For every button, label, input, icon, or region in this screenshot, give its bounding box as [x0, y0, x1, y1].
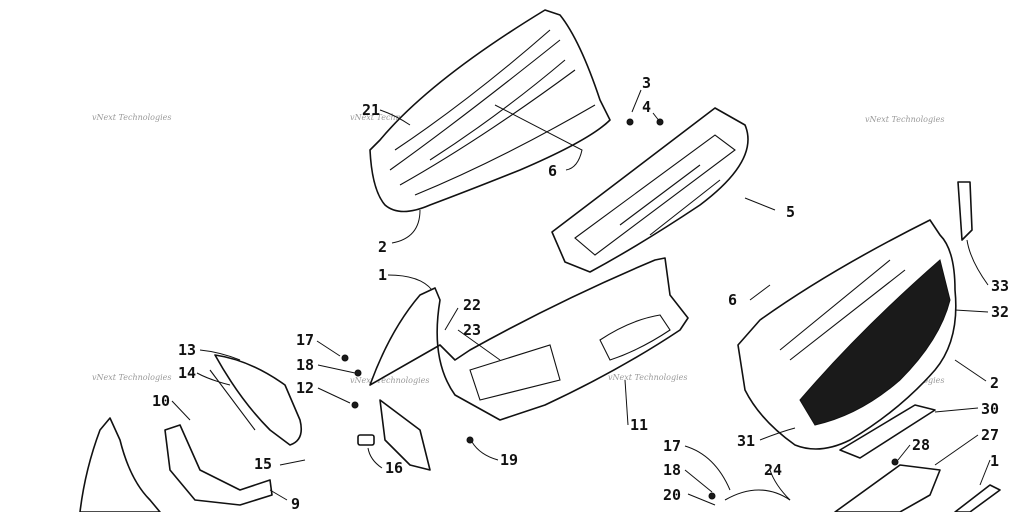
- callout-1: 1: [378, 266, 387, 284]
- callout-2: 2: [378, 238, 387, 256]
- callout-16: 16: [385, 459, 403, 477]
- callout-13: 13: [178, 341, 196, 359]
- callout-32: 32: [991, 303, 1009, 321]
- callout-28: 28: [912, 436, 930, 454]
- watermark: vNext Technologies: [608, 373, 687, 382]
- callout-2-right: 2: [990, 374, 999, 392]
- callout-23: 23: [463, 321, 481, 339]
- callout-30: 30: [981, 400, 999, 418]
- watermark: vNext Technologies: [350, 113, 429, 122]
- callout-24: 24: [764, 461, 782, 479]
- windshield-panel: [551, 107, 749, 273]
- watermark: vNext Technologies: [350, 376, 429, 385]
- callout-6: 6: [548, 162, 557, 180]
- callout-33: 33: [991, 277, 1009, 295]
- callout-1-right: 1: [990, 452, 999, 470]
- callout-19: 19: [500, 451, 518, 469]
- callout-22: 22: [463, 296, 481, 314]
- callout-12: 12: [296, 379, 314, 397]
- callout-18-lower: 18: [663, 461, 681, 479]
- callout-4: 4: [642, 98, 651, 116]
- callout-31: 31: [737, 432, 755, 450]
- watermark: vNext Technologies: [92, 373, 171, 382]
- callout-17: 17: [296, 331, 314, 349]
- callouts: 21 3 4 6 2 5 1 22 23 17 18 12 13 14 10 1…: [152, 74, 1009, 512]
- callout-11: 11: [630, 416, 648, 434]
- hardware: [341, 118, 899, 500]
- callout-3: 3: [642, 74, 651, 92]
- watermark: vNext Technologies: [865, 115, 944, 124]
- callout-14: 14: [178, 364, 196, 382]
- leader-lines: [171, 89, 991, 506]
- watermark: vNext Technologies: [92, 113, 171, 122]
- right-front-nose: [737, 181, 973, 450]
- callout-20: 20: [663, 486, 681, 504]
- callout-15: 15: [254, 455, 272, 473]
- callout-17-lower: 17: [663, 437, 681, 455]
- callout-10: 10: [152, 392, 170, 410]
- callout-9: 9: [291, 495, 300, 512]
- callout-27: 27: [981, 426, 999, 444]
- main-body-panel: [369, 257, 689, 471]
- callout-21: 21: [362, 101, 380, 119]
- callout-5: 5: [786, 203, 795, 221]
- callout-6-right: 6: [728, 291, 737, 309]
- callout-18: 18: [296, 356, 314, 374]
- upper-hood-panel: [369, 9, 611, 213]
- lower-right-components: [724, 404, 1001, 512]
- left-side-fairing: [79, 354, 303, 512]
